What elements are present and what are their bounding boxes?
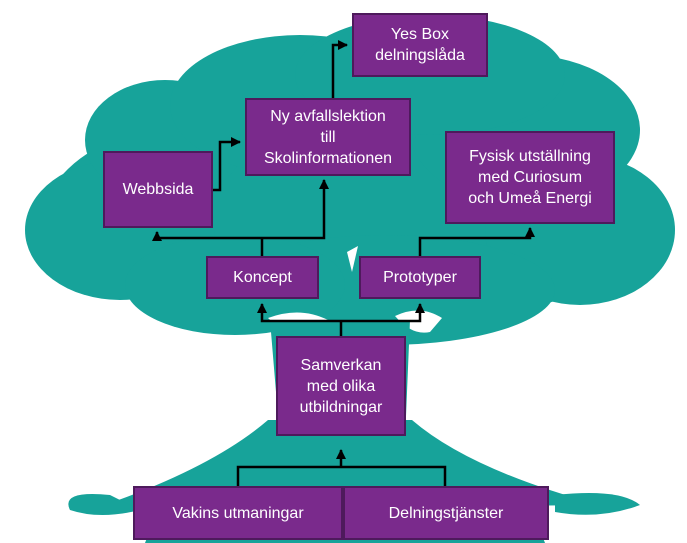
ny-avfallslektion-node: Ny avfallslektion till Skolinformationen — [245, 98, 411, 176]
prototyper-node: Prototyper — [359, 256, 481, 299]
yes-box-node: Yes Box delningslåda — [352, 13, 488, 77]
koncept-node: Koncept — [206, 256, 319, 299]
fysisk-utstallning-node: Fysisk utställning med Curiosum och Umeå… — [445, 131, 615, 224]
samverkan-node: Samverkan med olika utbildningar — [276, 336, 406, 436]
vakins-utmaningar-node: Vakins utmaningar — [133, 486, 343, 540]
delningstjanster-node: Delningstjänster — [343, 486, 549, 540]
webbsida-node: Webbsida — [103, 151, 213, 228]
